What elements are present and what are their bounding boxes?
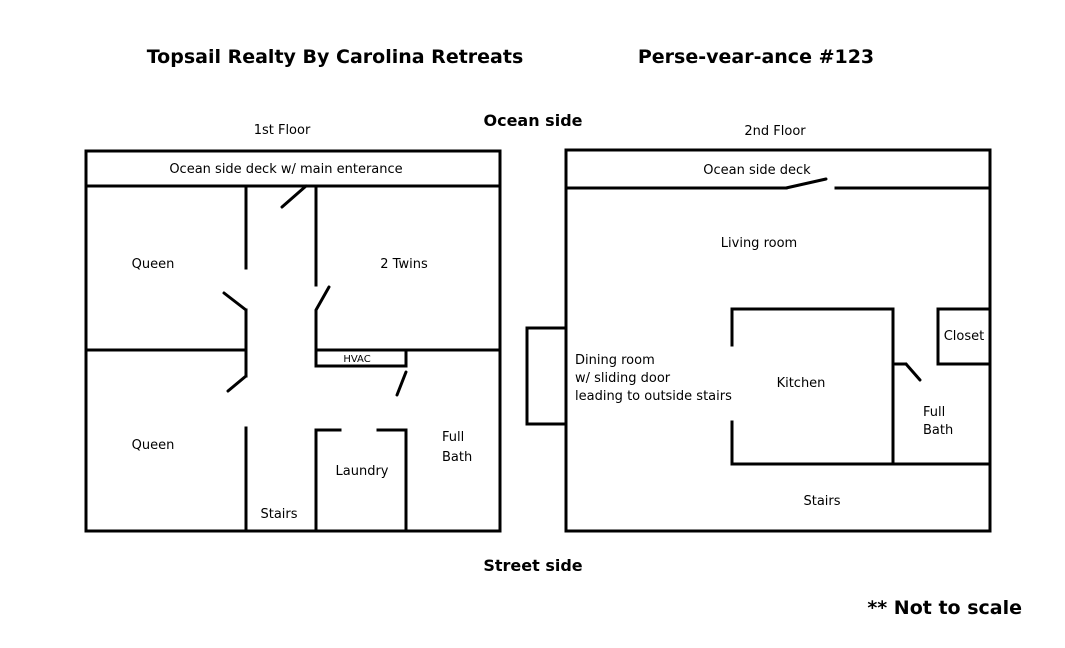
outside-landing bbox=[525, 326, 568, 426]
first-floor-title: 1st Floor bbox=[254, 123, 311, 138]
dining-room-label-line1: Dining room bbox=[575, 353, 655, 368]
not-to-scale-note: ** Not to scale bbox=[867, 597, 1022, 619]
door-swing bbox=[904, 362, 922, 382]
dining-room-label-line2: w/ sliding door bbox=[575, 371, 671, 386]
company-title: Topsail Realty By Carolina Retreats bbox=[147, 46, 524, 68]
door-swing bbox=[226, 374, 248, 393]
first-floor-deck-label: Ocean side deck w/ main enterance bbox=[169, 162, 402, 177]
first-floor-bath-label-line1: Full bbox=[442, 430, 464, 445]
first-floor-outline bbox=[84, 149, 502, 533]
second-floor-plan: 2nd Floor Ocean side deck Living room Di… bbox=[525, 124, 992, 533]
laundry-label: Laundry bbox=[336, 464, 389, 479]
door-swing bbox=[222, 291, 248, 312]
closet-label: Closet bbox=[944, 329, 985, 344]
second-floor-deck-label: Ocean side deck bbox=[703, 163, 811, 178]
door-swing bbox=[395, 370, 408, 397]
first-floor-plan: 1st Floor Ocean side deck w/ main ente bbox=[84, 123, 502, 533]
second-floor-stairs-label: Stairs bbox=[803, 494, 840, 509]
ocean-side-label: Ocean side bbox=[483, 111, 582, 130]
door-swing bbox=[314, 285, 331, 312]
living-room-label: Living room bbox=[721, 236, 797, 251]
first-floor-bath-label-line2: Bath bbox=[442, 450, 472, 465]
street-side-label: Street side bbox=[483, 556, 582, 575]
second-floor-bath-label-line2: Bath bbox=[923, 423, 953, 438]
first-floor-stairs-label: Stairs bbox=[260, 507, 297, 522]
door-swing bbox=[784, 177, 828, 190]
queen-bedroom-top-label: Queen bbox=[132, 257, 175, 272]
second-floor-outline bbox=[564, 148, 992, 533]
property-title: Perse-vear-ance #123 bbox=[638, 46, 874, 68]
queen-bedroom-bottom-label: Queen bbox=[132, 438, 175, 453]
second-floor-bath-label-line1: Full bbox=[923, 405, 945, 420]
twins-bedroom-label: 2 Twins bbox=[380, 257, 428, 272]
hvac-label: HVAC bbox=[343, 354, 370, 365]
kitchen-label: Kitchen bbox=[777, 376, 826, 391]
second-floor-title: 2nd Floor bbox=[744, 124, 806, 139]
dining-room-label-line3: leading to outside stairs bbox=[575, 389, 732, 404]
door-swing bbox=[280, 184, 308, 209]
